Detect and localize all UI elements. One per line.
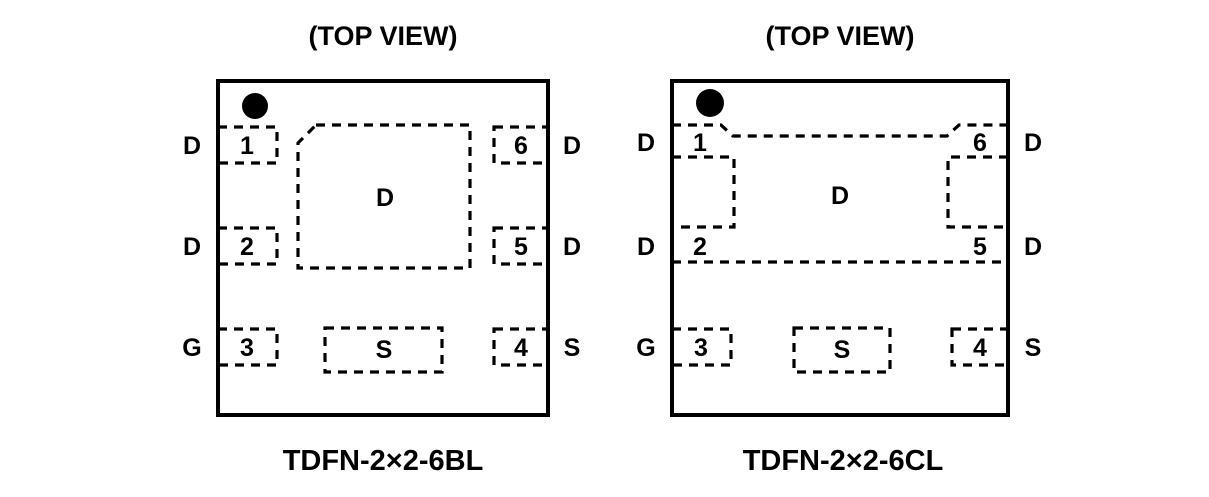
pin-pad-4-right [950, 327, 1010, 367]
center-source-pad-right [792, 326, 892, 374]
center-source-pad-label-right: S [834, 336, 851, 364]
center-source-pad-label-left: S [376, 336, 393, 364]
pin-signal-1-left: D [183, 132, 201, 160]
pin-number-1-right: 1 [693, 129, 707, 157]
view-title-right: (TOP VIEW) [765, 21, 914, 51]
pin-number-3-right: 3 [694, 334, 708, 362]
pin-signal-2-left: D [183, 233, 201, 261]
pin-signal-6-right: D [1024, 129, 1042, 157]
pin-number-1-left: 1 [240, 132, 254, 160]
pin-signal-6-left: D [563, 132, 581, 160]
pin-number-2-right: 2 [693, 233, 707, 261]
pin-pad-6-left [492, 125, 550, 165]
drain-pad-cutout-right-right [946, 155, 1008, 229]
view-title-left: (TOP VIEW) [308, 21, 457, 51]
pin-signal-4-left: S [564, 334, 581, 362]
package-tdfn-6cl: (TOP VIEW) D S 1 D 2 D 3 G 4 S 5 D 6 [636, 21, 1042, 477]
package-name-left: TDFN-2×2-6BL [283, 445, 484, 477]
pin-signal-4-right: S [1025, 334, 1042, 362]
pin-pad-4-left [492, 327, 550, 367]
center-drain-pad-label-left: D [376, 184, 394, 212]
package-name-right: TDFN-2×2-6CL [743, 445, 944, 477]
pin1-dot-marker-right [696, 89, 724, 117]
pin-signal-5-left: D [563, 233, 581, 261]
pin-signal-5-right: D [1024, 233, 1042, 261]
pin-number-4-left: 4 [514, 334, 528, 362]
pin-number-6-right: 6 [973, 129, 987, 157]
pin-number-4-right: 4 [973, 334, 987, 362]
center-drain-pad-label-right: D [831, 182, 849, 210]
pin-signal-2-right: D [637, 233, 655, 261]
package-body-outline-right [670, 79, 1010, 417]
merged-drain-pad-top-edge-right [672, 123, 1008, 138]
pin-number-3-left: 3 [240, 334, 254, 362]
center-drain-pad-left [296, 123, 472, 270]
package-tdfn-6bl: (TOP VIEW) D S 1 D 2 D 3 G 4 S 5 D 6 D [182, 21, 581, 477]
pin-number-6-left: 6 [514, 132, 528, 160]
pin-number-2-left: 2 [240, 233, 254, 261]
pin-signal-3-right: G [636, 334, 655, 362]
pin-signal-3-left: G [182, 334, 201, 362]
pin-number-5-left: 5 [514, 233, 528, 261]
pin-signal-1-right: D [637, 129, 655, 157]
pin-pad-5-left [492, 226, 550, 266]
pin1-dot-marker-left [242, 93, 268, 119]
pin-number-5-right: 5 [973, 233, 987, 261]
drain-pad-cutout-left-right [672, 155, 736, 229]
